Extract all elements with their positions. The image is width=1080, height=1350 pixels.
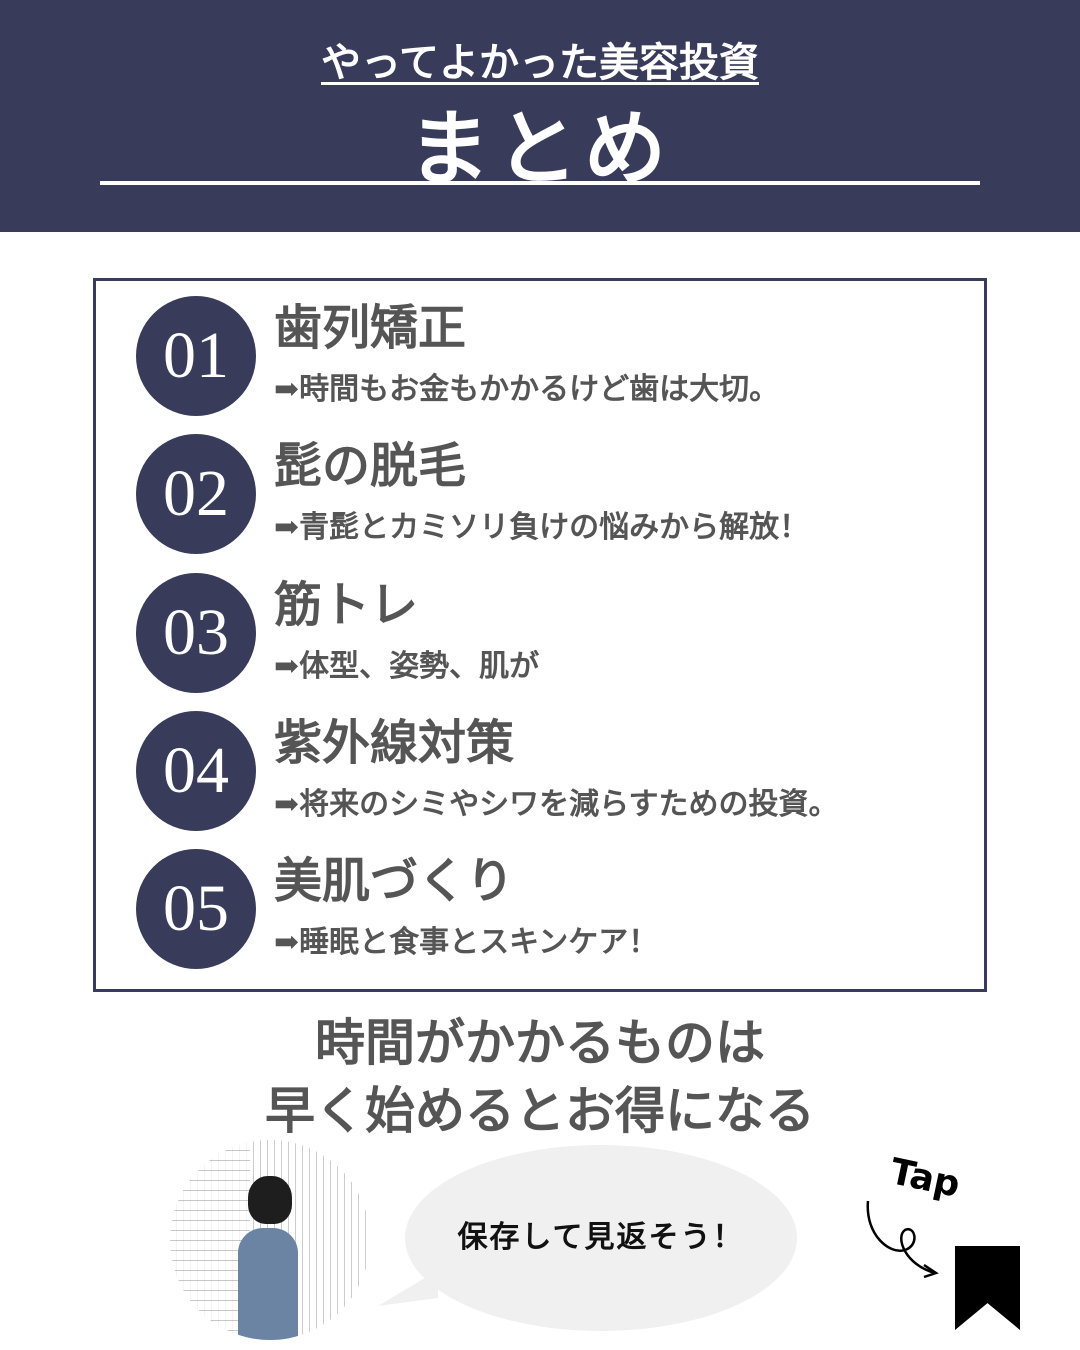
person-body (238, 1228, 298, 1340)
item-title: 歯列矯正 (274, 300, 467, 356)
person-head (248, 1176, 292, 1224)
number-badge: 03 (136, 573, 256, 693)
summary-list: 01 歯列矯正 ➡時間もお金もかかるけど歯は大切。 02 髭の脱毛 ➡青髭とカミ… (93, 278, 987, 992)
closing-line-2: 早く始めるとお得になる (265, 1082, 815, 1140)
item-description: ➡体型、姿勢、肌が (274, 649, 540, 684)
item-title: 筋トレ (274, 577, 419, 633)
item-description: ➡睡眠と食事とスキンケア！ (274, 925, 659, 960)
speech-bubble-text: 保存して見返そう！ (457, 1220, 745, 1255)
subtitle: やってよかった美容投資 (0, 30, 1080, 88)
curly-arrow-icon (866, 1200, 939, 1279)
avatar (170, 1140, 370, 1340)
speech-bubble (405, 1145, 797, 1331)
item-title: 美肌づくり (274, 853, 515, 909)
bookmark-icon[interactable] (955, 1246, 1020, 1330)
number-badge: 05 (136, 849, 256, 969)
number-badge: 02 (136, 434, 256, 554)
header-banner: やってよかった美容投資 まとめ (0, 0, 1080, 232)
list-item: 02 髭の脱毛 ➡青髭とカミソリ負けの悩みから解放！ (136, 434, 976, 554)
item-description: ➡青髭とカミソリ負けの悩みから解放！ (274, 510, 810, 545)
item-description: ➡時間もお金もかかるけど歯は大切。 (274, 372, 780, 407)
number-badge: 01 (136, 296, 256, 416)
number-badge: 04 (136, 711, 256, 831)
item-description: ➡将来のシミやシワを減らすための投資。 (274, 787, 839, 822)
list-item: 03 筋トレ ➡体型、姿勢、肌が (136, 573, 976, 693)
divider (100, 181, 980, 185)
subtitle-text: やってよかった美容投資 (321, 39, 759, 86)
list-item: 05 美肌づくり ➡睡眠と食事とスキンケア！ (136, 849, 976, 969)
item-title: 髭の脱毛 (274, 438, 467, 494)
list-item: 04 紫外線対策 ➡将来のシミやシワを減らすための投資。 (136, 711, 976, 831)
item-title: 紫外線対策 (274, 715, 515, 771)
background-grid (170, 1140, 250, 1340)
list-item: 01 歯列矯正 ➡時間もお金もかかるけど歯は大切。 (136, 296, 976, 416)
closing-line-1: 時間がかかるものは (315, 1014, 765, 1072)
